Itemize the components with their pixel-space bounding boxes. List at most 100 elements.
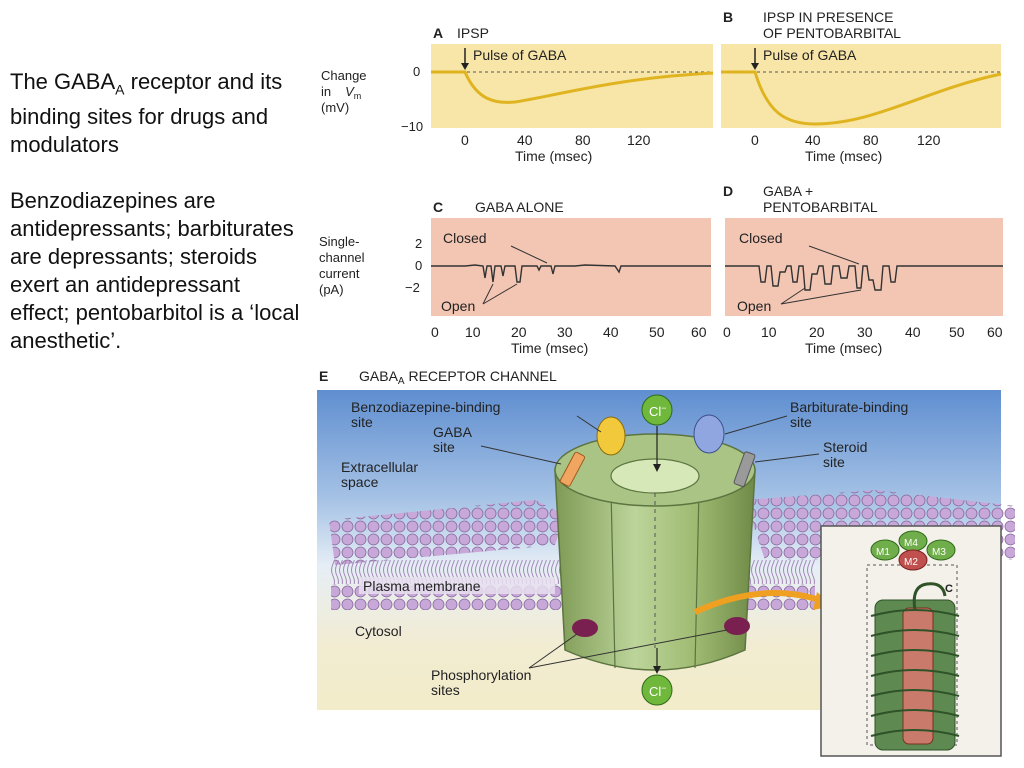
ab-ylabel-1: Change <box>321 68 367 83</box>
membrane-label-bg <box>359 577 555 594</box>
cl-ion-bottom-circle <box>641 674 673 706</box>
panel-e-title: GABAA RECEPTOR CHANNEL <box>359 368 557 387</box>
extracellular-label-2: space <box>341 474 379 490</box>
panel-cd-axes: Single- channel current (pA) 2 0 −2 0 10… <box>319 234 1003 356</box>
benzo-leader <box>576 415 602 433</box>
membrane-label: Plasma membrane <box>363 578 481 594</box>
subunit-m4-label: M4 <box>904 538 918 549</box>
cl-ion-bottom-label: Cl− <box>649 683 667 699</box>
panel-d-closed-leader <box>808 245 860 265</box>
a-xtick-0: 0 <box>461 132 469 148</box>
panel-b-title-1: IPSP IN PRESENCE <box>763 9 893 25</box>
c-xtick-1: 10 <box>465 324 481 340</box>
b-xlabel: Time (msec) <box>805 148 882 164</box>
panel-b-pulse-arrowhead <box>751 63 759 70</box>
subunit-m1-label: M1 <box>876 547 890 558</box>
chloride-ion-bottom: Cl− <box>641 648 673 706</box>
subunit-m3-label: M3 <box>932 547 946 558</box>
panel-c: C GABA ALONE Closed Open <box>431 199 711 316</box>
ab-ytick-1: −10 <box>401 119 423 134</box>
inset-m2-helix <box>902 607 934 745</box>
extracellular-label-1: Extracellular <box>341 459 418 475</box>
phos-leader-right <box>528 629 728 669</box>
d-xtick-3: 30 <box>857 324 873 340</box>
panel-a-trace <box>431 70 714 104</box>
cl-ion-top-label: Cl− <box>649 403 667 419</box>
subunit-m1 <box>870 539 900 561</box>
cd-ytick-0: 2 <box>415 236 422 251</box>
steroid-label-2: site <box>823 454 845 470</box>
a-xtick-1: 40 <box>517 132 533 148</box>
panel-b: B IPSP IN PRESENCE OF PENTOBARBITAL Puls… <box>721 9 1002 128</box>
membrane-left-top <box>329 500 565 565</box>
phos-leader-left <box>528 633 578 669</box>
panel-a-letter: A <box>433 25 443 41</box>
receptor-seam-1 <box>610 489 616 669</box>
cd-ytick-2: −2 <box>405 280 420 295</box>
a-xtick-3: 120 <box>627 132 651 148</box>
a-xtick-2: 80 <box>575 132 591 148</box>
panel-c-closed-leader <box>510 245 548 264</box>
d-xtick-1: 10 <box>761 324 777 340</box>
c-xtick-4: 40 <box>603 324 619 340</box>
steroid-site-shape <box>733 451 756 487</box>
cd-ylabel-2: channel <box>319 250 365 265</box>
b-xtick-0: 0 <box>751 132 759 148</box>
panel-c-letter: C <box>433 199 443 215</box>
membrane-right-tails <box>745 560 815 584</box>
slide-text: The GABAA receptor and its binding sites… <box>10 68 300 355</box>
cytosol-label: Cytosol <box>355 623 402 639</box>
barb-label-2: site <box>790 414 812 430</box>
c-xtick-0: 0 <box>431 324 439 340</box>
panel-c-closed-label: Closed <box>443 230 487 246</box>
panel-d-trace <box>725 265 1003 291</box>
phosphorylation-site-right <box>724 617 750 635</box>
benzo-label-2: site <box>351 414 373 430</box>
ab-ytick-0: 0 <box>413 64 420 79</box>
receptor-seam-2 <box>694 489 700 669</box>
phosphorylation-site-left <box>572 619 598 637</box>
panel-a: A IPSP Pulse of GABA <box>431 25 714 128</box>
panel-c-trace <box>431 264 711 283</box>
gaba-label-1: GABA <box>433 424 473 440</box>
b-xtick-1: 40 <box>805 132 821 148</box>
panel-c-open-leader-1 <box>482 283 494 305</box>
cd-ylabel-1: Single- <box>319 234 359 249</box>
gaba-leader <box>480 445 562 465</box>
panel-e-letter: E <box>319 368 328 384</box>
barbiturate-site-shape <box>693 414 725 454</box>
cd-ylabel-4: (pA) <box>319 282 344 297</box>
barb-label-1: Barbiturate-binding <box>790 399 908 415</box>
cd-ytick-1: 0 <box>415 258 422 273</box>
panel-d-letter: D <box>723 183 733 199</box>
d-xtick-0: 0 <box>723 324 731 340</box>
subunit-inset: M1 M4 M3 M2 C <box>820 525 1002 757</box>
panel-b-trace <box>721 70 1002 126</box>
panel-d: D GABA + PENTOBARBITAL Closed Open <box>723 183 1003 316</box>
slide-title: The GABAA receptor and its binding sites… <box>10 69 283 158</box>
c-xtick-3: 30 <box>557 324 573 340</box>
ab-ylabel-3: (mV) <box>321 100 349 115</box>
plasma-membrane <box>329 490 1015 610</box>
panel-c-open-label: Open <box>441 298 475 314</box>
b-xtick-3: 120 <box>917 132 941 148</box>
slide-body: Benzodiazepines are antidepressants; bar… <box>10 188 300 354</box>
panel-a-plot-bg <box>431 44 713 128</box>
chloride-ion-top: Cl− <box>641 394 673 472</box>
panel-e: E GABAA RECEPTOR CHANNEL <box>317 368 1015 757</box>
subunit-m2-label: M2 <box>904 557 918 568</box>
gaba-site-shape <box>559 451 586 487</box>
cd-ylabel-3: current <box>319 266 360 281</box>
panel-d-open-leader-2 <box>780 289 862 305</box>
d-xtick-6: 60 <box>987 324 1003 340</box>
gaba-label-2: site <box>433 439 455 455</box>
subunit-m3 <box>926 539 956 561</box>
panel-a-pulse-label: Pulse of GABA <box>473 47 567 63</box>
benzodiazepine-site-shape <box>596 416 626 456</box>
benzo-label-1: Benzodiazepine-binding <box>351 399 500 415</box>
d-xtick-2: 20 <box>809 324 825 340</box>
c-xtick-2: 20 <box>511 324 527 340</box>
panel-d-closed-label: Closed <box>739 230 783 246</box>
b-xtick-2: 80 <box>863 132 879 148</box>
